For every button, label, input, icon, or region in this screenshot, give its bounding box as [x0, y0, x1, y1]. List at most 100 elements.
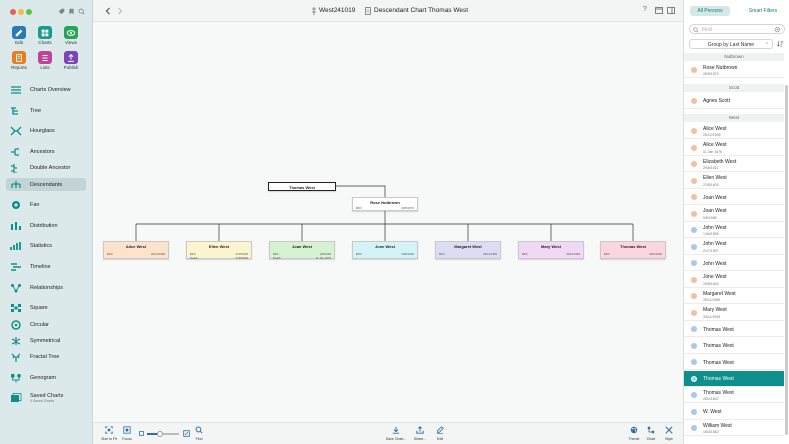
find-field[interactable]: Find [689, 24, 785, 34]
tile-publish[interactable]: Publish [60, 51, 82, 70]
tile-views[interactable]: Views [60, 26, 82, 45]
sidebar-item-fractal-tree[interactable]: Fractal Tree [6, 350, 86, 363]
tree-icon [10, 106, 22, 116]
person-row[interactable]: Thomas West [684, 354, 784, 370]
share-button[interactable]: Share... [410, 426, 430, 441]
window-icon[interactable] [655, 7, 663, 16]
sidebar-item-timeline[interactable]: Timeline [6, 260, 86, 273]
tile-edit[interactable]: Edit [8, 26, 30, 45]
gear-icon[interactable] [774, 26, 781, 35]
zoom-in-icon[interactable] [183, 430, 190, 439]
forward-icon[interactable] [117, 7, 123, 17]
sidebar-item-circular[interactable]: Circular [6, 318, 86, 331]
tile-charts[interactable]: Charts [34, 26, 56, 45]
sidebar-item-statistics[interactable]: Statistics [6, 239, 86, 252]
root-person-card[interactable]: Thomas West [268, 182, 336, 191]
search-person-icon[interactable] [78, 8, 85, 15]
sidebar-item-label: Fractal Tree [30, 353, 60, 360]
zoom-window-button[interactable] [26, 9, 32, 15]
size-to-fit-button[interactable]: Size to Fit [98, 426, 120, 441]
sidebar-item-distribution[interactable]: Distribution [6, 219, 86, 232]
sidebar-item-tree[interactable]: Tree [6, 104, 86, 117]
sidebar-item-label: Statistics [30, 242, 53, 249]
tile-reports[interactable]: Reports [8, 51, 30, 70]
sidebar-item-label: Symmetrical [30, 337, 61, 344]
search-icon [195, 426, 203, 436]
sidebar-item-ancestors[interactable]: Ancestors [6, 145, 86, 158]
bookmark-icon[interactable] [68, 8, 75, 15]
find-button[interactable]: Find [191, 426, 207, 441]
sidebar-item-double-ancestor[interactable]: Double Ancestor [6, 161, 86, 174]
tile-label: Reports [11, 65, 27, 70]
zoom-slider[interactable] [147, 430, 179, 437]
close-window-button[interactable] [10, 9, 16, 15]
sidebar-item-charts-overview[interactable]: Charts Overview [6, 83, 86, 96]
tab-smart-filters[interactable]: Smart Filters [748, 8, 778, 14]
sidebar-item-text: Timeline [30, 264, 51, 270]
focus-button[interactable]: Focus [119, 426, 135, 441]
tab-all-persons[interactable]: All Persons [690, 6, 730, 16]
sidebar-item-square[interactable]: Square [6, 301, 86, 314]
sort-icon[interactable] [777, 40, 784, 50]
sidebar-item-label: Saved Charts [30, 393, 64, 399]
female-dot-icon [691, 293, 697, 299]
tag-icon[interactable] [58, 8, 65, 15]
person-row[interactable]: Thomas West [684, 321, 784, 337]
help-icon[interactable]: ? [643, 6, 647, 13]
sidebar-item-descendants[interactable]: Descendants [6, 178, 86, 191]
tile-lists[interactable]: Lists [34, 51, 56, 70]
list-scrollbar[interactable] [785, 85, 788, 435]
edit-button[interactable]: Edit [432, 426, 448, 441]
spouse-card[interactable]: Rose Nutbrown Birth 26/5/1570 [352, 197, 418, 211]
zoom-slider-thumb[interactable] [157, 430, 163, 437]
sidebar-item-symmetrical[interactable]: Symmetrical [6, 334, 86, 347]
person-name: Alice West [703, 125, 727, 132]
person-row[interactable]: Agnes Scott [684, 93, 784, 109]
sidebar-item-relationships[interactable]: Relationships [6, 281, 86, 294]
sidebar-item-text: Symmetrical [30, 338, 60, 344]
sidebar-item-fan[interactable]: Fan [6, 198, 86, 211]
chart-settings-button[interactable]: Chart [643, 426, 659, 441]
theme-button[interactable]: Theme [625, 426, 643, 441]
minimize-window-button[interactable] [18, 9, 24, 15]
person-row[interactable]: Thomas West [684, 370, 784, 387]
sidebar-item-hourglass[interactable]: Hourglass [6, 124, 86, 137]
person-row[interactable]: John West [684, 255, 784, 271]
save-chart-button[interactable]: Save Chart... [384, 426, 408, 441]
person-row[interactable]: Joan West [684, 189, 784, 205]
zoom-out-icon[interactable] [139, 431, 144, 438]
person-row[interactable]: W. West [684, 404, 784, 420]
sidebar-item-genogram[interactable]: Genogram [6, 371, 86, 384]
person-name: Mary West [703, 307, 727, 313]
person-row[interactable]: Thomas West [684, 338, 784, 354]
back-icon[interactable] [105, 7, 111, 17]
descendant-chart-canvas[interactable]: Thomas West Rose Nutbrown Birth 26/5/157… [93, 22, 683, 422]
toggle-panel-icon[interactable] [667, 7, 675, 16]
style-button[interactable]: Style [661, 426, 677, 441]
group-by-select[interactable]: Group by Last Name ⌃ [689, 39, 773, 49]
